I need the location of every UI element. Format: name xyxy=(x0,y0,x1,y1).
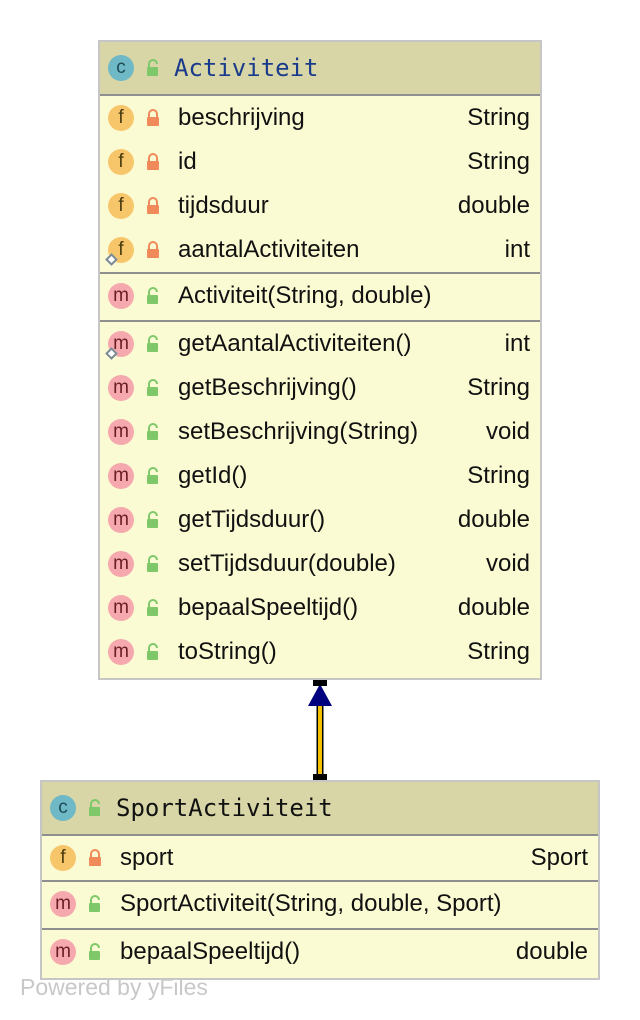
field-row[interactable]: f aantalActiviteiten int xyxy=(100,228,540,272)
method-icon: m xyxy=(50,939,76,965)
method-name: setBeschrijving(String) xyxy=(178,418,419,445)
field-name: id xyxy=(178,148,197,175)
class-header: c SportActiviteit xyxy=(42,782,598,836)
method-row[interactable]: m getId() String xyxy=(100,454,540,498)
yfiles-watermark: Powered by yFiles xyxy=(20,974,208,1000)
class-sportactiviteit[interactable]: c SportActiviteit f sport Sport m SportA… xyxy=(40,780,600,980)
class-header: c Activiteit xyxy=(100,42,540,96)
method-row[interactable]: m setTijdsduur(double) void xyxy=(100,542,540,586)
field-row[interactable]: f tijdsduur double xyxy=(100,184,540,228)
method-icon: m xyxy=(108,375,134,401)
method-row[interactable]: m bepaalSpeeltijd() double xyxy=(42,930,598,974)
public-lock-icon xyxy=(147,467,158,484)
class-icon: c xyxy=(108,55,134,81)
private-lock-icon xyxy=(147,197,159,214)
method-name: getId() xyxy=(178,462,248,489)
fields-section: f beschrijving String f id String f tijd… xyxy=(100,96,540,274)
method-icon: m xyxy=(108,507,134,533)
constructor-name: Activiteit(String, double) xyxy=(178,282,432,309)
field-type: int xyxy=(504,236,530,263)
private-lock-icon xyxy=(147,153,159,170)
method-type: double xyxy=(457,594,530,621)
private-lock-icon xyxy=(89,849,101,866)
public-lock-icon xyxy=(147,511,158,528)
method-type: double xyxy=(457,506,530,533)
class-activiteit[interactable]: c Activiteit f beschrijving String f id … xyxy=(98,40,542,680)
method-icon: m xyxy=(108,551,134,577)
field-icon: f xyxy=(108,149,134,175)
method-icon: m xyxy=(108,331,134,357)
public-lock-icon xyxy=(147,59,158,76)
private-lock-icon xyxy=(147,241,159,258)
method-type: int xyxy=(504,330,530,357)
method-type: double xyxy=(515,938,588,965)
field-type: String xyxy=(467,148,530,175)
public-lock-icon xyxy=(89,943,100,960)
field-name: aantalActiviteiten xyxy=(178,236,360,263)
method-name: bepaalSpeeltijd() xyxy=(120,938,301,965)
constructor-row[interactable]: m SportActiviteit(String, double, Sport) xyxy=(42,882,598,928)
field-type: Sport xyxy=(530,844,588,871)
method-icon: m xyxy=(108,639,134,665)
field-name: sport xyxy=(120,844,174,871)
method-name: getTijdsduur() xyxy=(178,506,326,533)
public-lock-icon xyxy=(147,335,158,352)
private-lock-icon xyxy=(147,109,159,126)
public-lock-icon xyxy=(147,599,158,616)
field-icon: f xyxy=(108,193,134,219)
method-name: bepaalSpeeltijd() xyxy=(178,594,359,621)
method-type: void xyxy=(485,550,530,577)
public-lock-icon xyxy=(89,799,100,816)
public-lock-icon xyxy=(147,423,158,440)
method-row[interactable]: m bepaalSpeeltijd() double xyxy=(100,586,540,630)
field-type: String xyxy=(467,104,530,131)
public-lock-icon xyxy=(147,643,158,660)
method-name: getAantalActiviteiten() xyxy=(178,330,412,357)
method-name: setTijdsduur(double) xyxy=(178,550,396,577)
method-icon: m xyxy=(108,595,134,621)
public-lock-icon xyxy=(147,287,158,304)
field-row[interactable]: f beschrijving String xyxy=(100,96,540,140)
method-row[interactable]: m getTijdsduur() double xyxy=(100,498,540,542)
method-row[interactable]: m getAantalActiviteiten() int xyxy=(100,322,540,366)
constructors-section: m SportActiviteit(String, double, Sport) xyxy=(42,882,598,930)
public-lock-icon xyxy=(147,555,158,572)
inheritance-arrow-head xyxy=(308,684,332,706)
method-row[interactable]: m setBeschrijving(String) void xyxy=(100,410,540,454)
method-name: getBeschrijving() xyxy=(178,374,357,401)
field-name: tijdsduur xyxy=(178,192,269,219)
class-icon: c xyxy=(50,795,76,821)
methods-section: m bepaalSpeeltijd() double xyxy=(42,930,598,974)
constructor-row[interactable]: m Activiteit(String, double) xyxy=(100,274,540,320)
fields-section: f sport Sport xyxy=(42,836,598,882)
method-row[interactable]: m toString() String xyxy=(100,630,540,674)
class-name: Activiteit xyxy=(174,54,319,82)
method-name: toString() xyxy=(178,638,277,665)
method-icon: m xyxy=(108,419,134,445)
method-icon: m xyxy=(50,891,76,917)
field-icon: f xyxy=(108,105,134,131)
field-icon: f xyxy=(50,845,76,871)
methods-section: m getAantalActiviteiten() int m getBesch… xyxy=(100,322,540,674)
method-type: String xyxy=(467,462,530,489)
method-row[interactable]: m getBeschrijving() String xyxy=(100,366,540,410)
public-lock-icon xyxy=(89,895,100,912)
public-lock-icon xyxy=(147,379,158,396)
field-row[interactable]: f id String xyxy=(100,140,540,184)
method-type: String xyxy=(467,374,530,401)
method-type: String xyxy=(467,638,530,665)
method-icon: m xyxy=(108,463,134,489)
field-type: double xyxy=(457,192,530,219)
constructors-section: m Activiteit(String, double) xyxy=(100,274,540,322)
class-name: SportActiviteit xyxy=(116,794,333,822)
field-name: beschrijving xyxy=(178,104,305,131)
field-row[interactable]: f sport Sport xyxy=(42,836,598,880)
constructor-name: SportActiviteit(String, double, Sport) xyxy=(120,890,502,917)
method-type: void xyxy=(485,418,530,445)
method-icon: m xyxy=(108,283,134,309)
